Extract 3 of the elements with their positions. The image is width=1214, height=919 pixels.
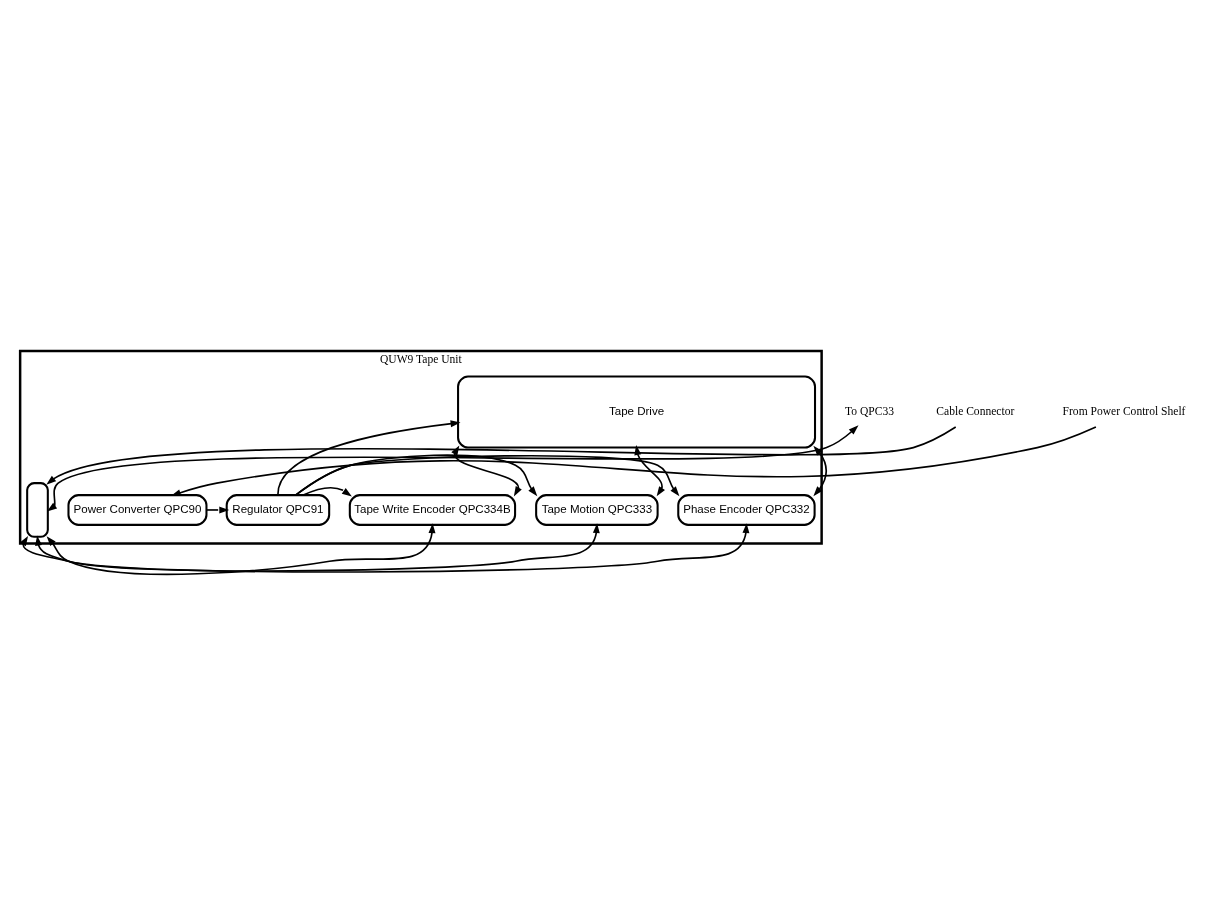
node-text: Cable Connector <box>936 405 1015 419</box>
node-text: To QPC33 <box>845 405 895 419</box>
node-text: From Power Control Shelf <box>1062 405 1186 419</box>
